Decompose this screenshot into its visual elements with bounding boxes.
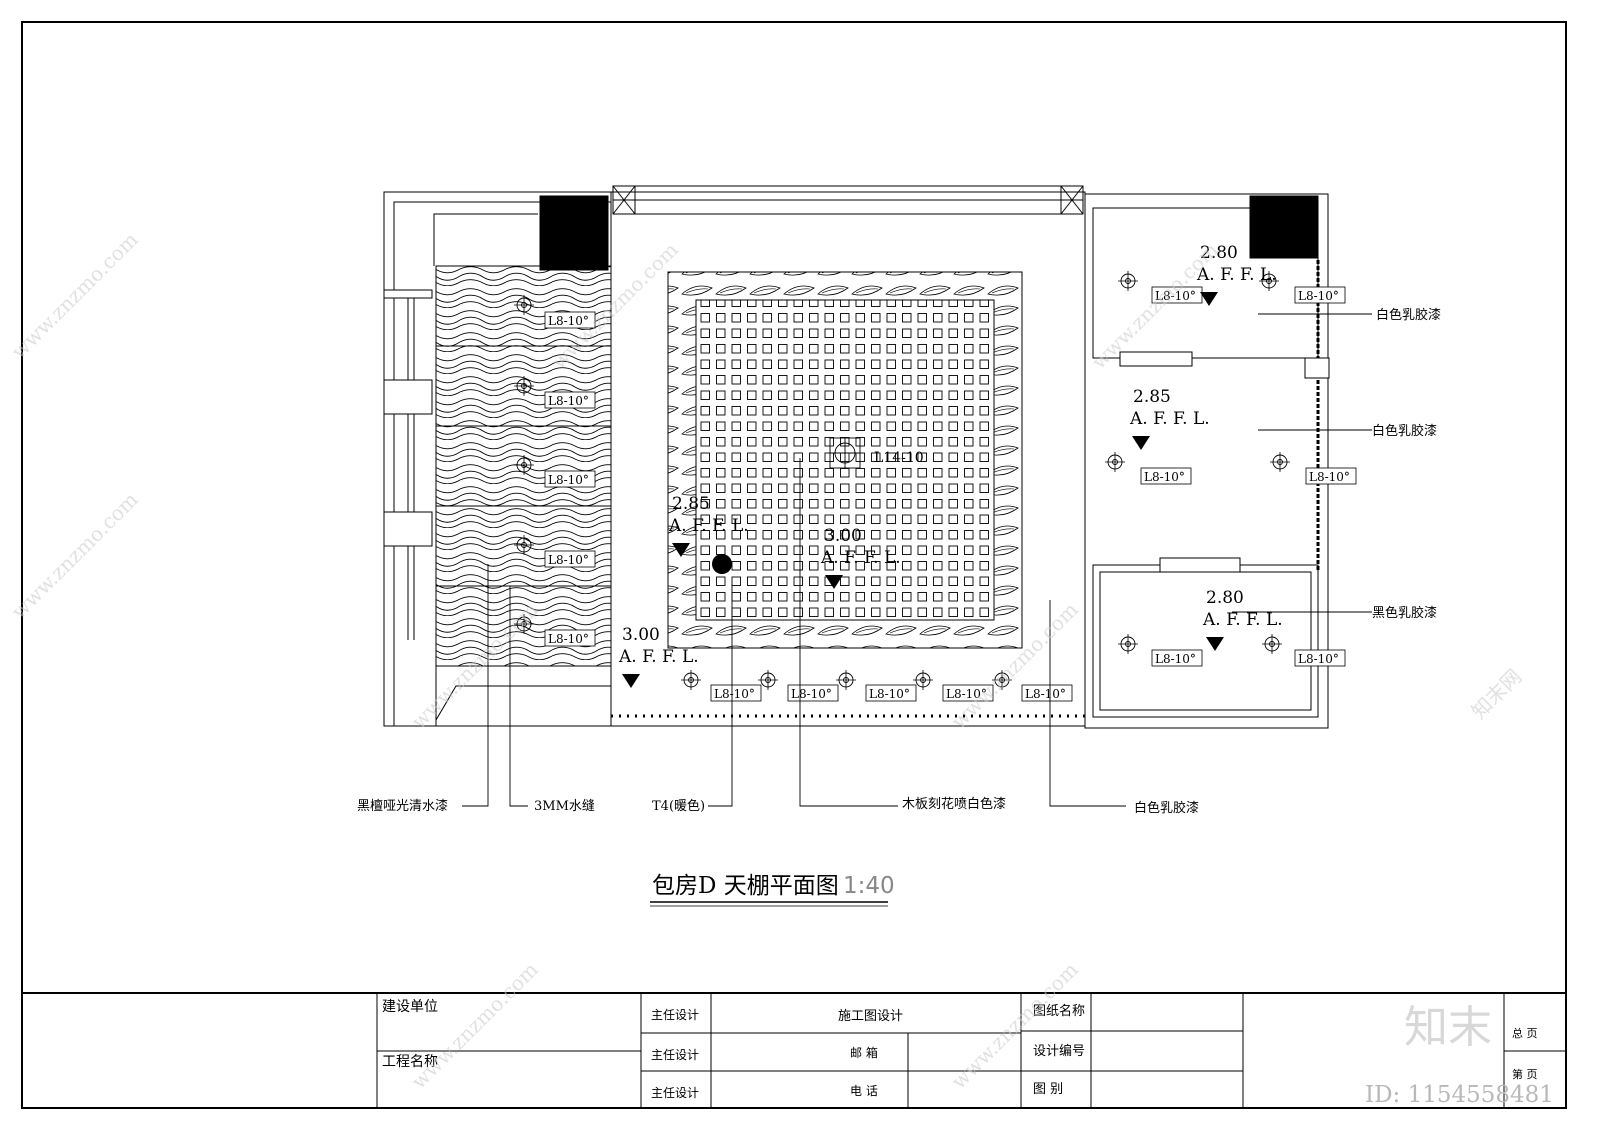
fixture-label-box [710,684,762,702]
svg-text:www.znzmo.com: www.znzmo.com [7,227,143,363]
column-black-right [1249,195,1319,259]
fixture-label: L8-10° [548,473,589,487]
fixture-label-box [1021,684,1073,702]
svg-text:主任设计: 主任设计 [651,1086,699,1100]
svg-text:www.znzmo.com: www.znzmo.com [7,487,143,623]
level-left-low: 3.00 A. F. F. L. [618,625,699,688]
fixture-label: L8-10° [1298,289,1339,303]
fixture-label-box [1294,649,1346,667]
level-right-low: 2.80 A. F. F. L. [1202,588,1283,651]
client-label: 建设单位 [382,999,438,1015]
svg-text:总 页: 总 页 [1512,1026,1538,1040]
material-callouts: 黑檀哑光清水漆 3MM水缝 T4(暖色) 木板刻花喷白色漆 白色乳胶漆 白色乳胶… [357,307,1441,816]
leader-lines [462,313,1372,807]
svg-text:知末网: 知末网 [1467,664,1526,723]
fixture-label: L8-10° [548,632,589,646]
svg-text:知末: 知末 [1404,1002,1492,1053]
svg-text:设计编号: 设计编号 [1033,1044,1085,1059]
fixture-label-box [1294,286,1346,304]
level-right-mid: 2.85 A. F. F. L. [1129,387,1210,450]
level-left-mid: 2.85 A. F. F. L. [668,494,749,557]
title-block [22,992,1566,1108]
svg-text:A. F. F. L.: A. F. F. L. [618,647,699,667]
fixture-label: L8-10° [1155,652,1196,666]
black-sandal-panels [435,265,612,667]
fixture-label-box [1151,649,1203,667]
callout-wood-carved: 木板刻花喷白色漆 [902,796,1006,812]
svg-text:1:40: 1:40 [843,873,895,899]
callout-white-latex-1: 白色乳胶漆 [1376,307,1441,323]
callout-t4: T4(暖色) [652,798,705,814]
fixture-labels: L8-10° L8-10° L8-10° L8-10° L8-10° L8-10° L8-1… [544,286,1357,702]
fixture-label: L8-10° [1144,470,1185,484]
column-black-left [539,195,609,271]
svg-text:www.znzmo.com: www.znzmo.com [947,957,1083,1093]
center-fixture-label: L14-10 [874,450,924,466]
fixture-label-box [787,684,839,702]
svg-text:ID: 1154558481: ID: 1154558481 [1365,1082,1554,1108]
center-fixture [829,437,861,469]
fixture-label-box [942,684,994,702]
fixture-label-box [544,391,596,409]
callout-white-latex-2: 白色乳胶漆 [1372,423,1437,439]
fixture-label-box [1140,467,1192,485]
fixture-label: L8-10° [869,687,910,701]
level-center: 3.00 A. F. F. L. [820,526,901,589]
fixture-label: L8-10° [1155,289,1196,303]
svg-text:2.85: 2.85 [672,494,710,514]
svg-text:2.85: 2.85 [1133,387,1171,407]
sheet-border [21,21,1567,1109]
fixture-label: L8-10° [1025,687,1066,701]
svg-text:A. F. F. L.: A. F. F. L. [1196,265,1277,285]
level-markers: 2.85 A. F. F. L. 3.00 A. F. F. L. 3.00 A… [618,243,1283,688]
svg-text:www.znzmo.com: www.znzmo.com [407,957,543,1093]
fixture-label: L8-10° [548,553,589,567]
callout-black-sandal: 黑檀哑光清水漆 [357,798,448,814]
callout-groove: 3MM水缝 [534,799,595,814]
level-right-top: 2.80 A. F. F. L. [1196,243,1277,306]
t4-fixture [712,554,732,574]
svg-text:电 话: 电 话 [850,1084,878,1098]
project-label: 工程名称 [382,1054,438,1070]
svg-text:3.00: 3.00 [824,526,862,546]
fixture-label-box [544,311,596,329]
drawing-title: 包房D 天棚平面图 1:40 [650,873,895,907]
fixture-label-box [544,470,596,488]
svg-text:2.80: 2.80 [1206,588,1244,608]
svg-text:图 别: 图 别 [1033,1082,1063,1097]
fixture-label-box [544,629,596,647]
svg-text:A. F. F. L.: A. F. F. L. [820,548,901,568]
svg-text:2.80: 2.80 [1200,243,1238,263]
svg-text:主任设计: 主任设计 [651,1008,699,1022]
fixture-label: L8-10° [548,314,589,328]
fixture-label: L8-10° [548,394,589,408]
fixture-label: L8-10° [1309,470,1350,484]
svg-text:包房D 天棚平面图: 包房D 天棚平面图 [652,873,839,899]
svg-text:主任设计: 主任设计 [651,1048,699,1062]
fixture-label-box [865,684,917,702]
svg-text:A. F. F. L.: A. F. F. L. [1202,610,1283,630]
svg-text:邮 箱: 邮 箱 [850,1045,878,1060]
title-block-text: 建设单位 工程名称 主任设计 主任设计 主任设计 施工图设计 邮 箱 电 话 图… [382,999,1538,1100]
svg-text:图纸名称: 图纸名称 [1033,1003,1085,1019]
callout-black-latex: 黑色乳胶漆 [1372,605,1437,621]
svg-text:A. F. F. L.: A. F. F. L. [668,516,749,536]
fixture-label: L8-10° [1298,652,1339,666]
svg-text:施工图设计: 施工图设计 [838,1009,903,1024]
fixture-label: L8-10° [714,687,755,701]
svg-text:3.00: 3.00 [622,625,660,645]
fixture-label: L8-10° [791,687,832,701]
fixture-label-box [544,550,596,568]
svg-text:A. F. F. L.: A. F. F. L. [1129,409,1210,429]
fixture-label-box [1305,467,1357,485]
fixture-label: L8-10° [946,687,987,701]
watermark-logo: 知末 ID: 1154558481 [1365,1002,1554,1108]
callout-white-latex-bottom: 白色乳胶漆 [1134,800,1199,816]
svg-text:第 页: 第 页 [1512,1067,1538,1081]
